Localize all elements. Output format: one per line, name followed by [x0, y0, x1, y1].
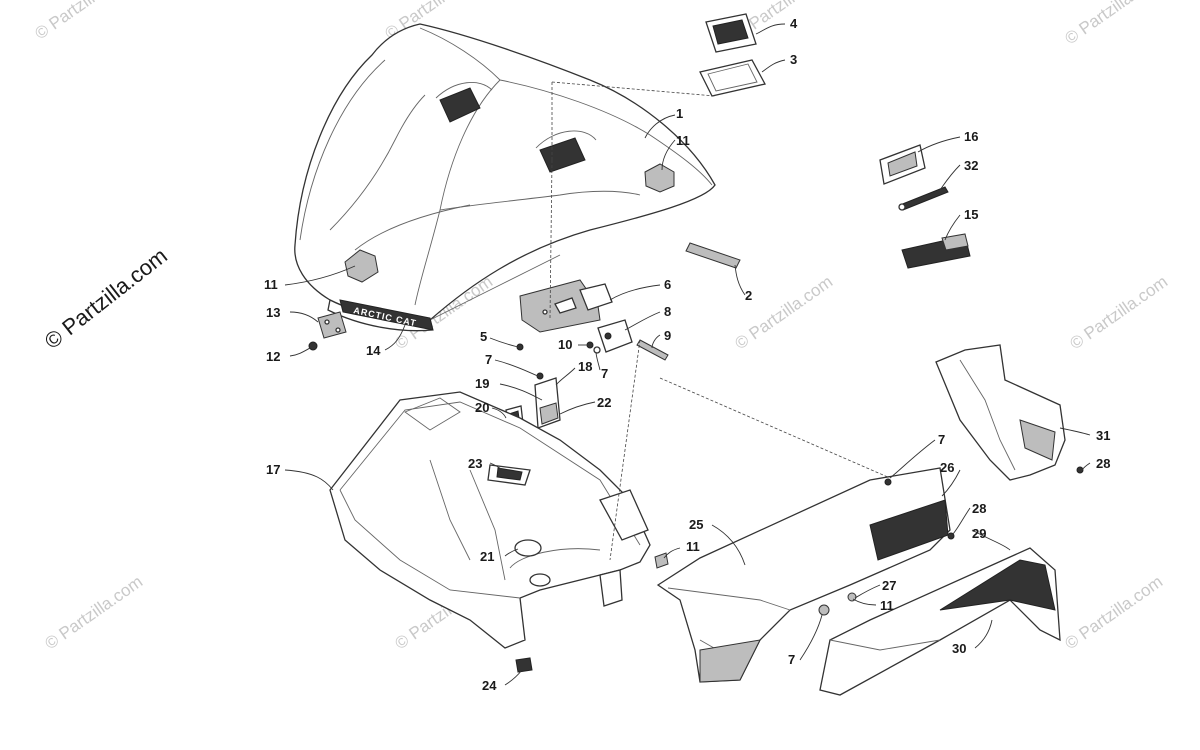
watermark: © Partzilla.com: [1066, 272, 1171, 353]
callout-12: 12: [266, 349, 280, 364]
callout-23: 23: [468, 456, 482, 471]
callout-2: 2: [745, 288, 752, 303]
bolt-part-9: [636, 339, 669, 361]
callout-3: 3: [790, 52, 797, 67]
callout-28: 28: [972, 501, 986, 516]
callout-18: 18: [578, 359, 592, 374]
mount-bracket-part: [534, 377, 561, 429]
watermark: © Partzilla.com: [1061, 0, 1166, 48]
side-trim-part: [935, 344, 1084, 481]
callout-11: 11: [676, 133, 690, 148]
callout-32: 32: [964, 158, 978, 173]
callout-17: 17: [266, 462, 280, 477]
callout-25: 25: [689, 517, 703, 532]
hood-part: [294, 23, 716, 332]
callout-24: 24: [482, 678, 497, 693]
vent-gasket-part: [699, 59, 766, 97]
callout-1: 1: [676, 106, 683, 121]
callout-16: 16: [964, 129, 978, 144]
watermark: © Partzilla.com: [41, 572, 146, 653]
leader-lines: [284, 23, 1091, 686]
bracket-part-16: [879, 144, 926, 185]
storage-tub-part: [329, 391, 651, 649]
hinge-bracket-part: [317, 311, 347, 339]
side-panel-part: [656, 467, 955, 683]
callout-28: 28: [1096, 456, 1110, 471]
callout-7: 7: [788, 652, 795, 667]
callout-26: 26: [940, 460, 954, 475]
callout-11: 11: [880, 598, 894, 613]
callout-11: 11: [686, 539, 700, 554]
rod-part-2: [685, 242, 741, 269]
callout-7: 7: [485, 352, 492, 367]
side-watermark: © Partzilla.com: [40, 243, 172, 354]
lower-panel-part: [818, 547, 1061, 696]
callout-30: 30: [952, 641, 966, 656]
alignment-lines: [549, 81, 891, 561]
vent-cover-part: [705, 13, 757, 53]
callout-29: 29: [972, 526, 986, 541]
callout-15: 15: [964, 207, 978, 222]
watermark: © Partzilla.com: [1061, 572, 1166, 653]
pad-part-15: [901, 233, 971, 269]
strap-part-32: [898, 186, 949, 211]
callout-21: 21: [480, 549, 494, 564]
callout-7: 7: [601, 366, 608, 381]
callout-31: 31: [1096, 428, 1110, 443]
callout-19: 19: [475, 376, 489, 391]
callout-4: 4: [790, 16, 798, 31]
bracket-part-8: [597, 319, 633, 353]
callout-9: 9: [664, 328, 671, 343]
watermark: © Partzilla.com: [731, 272, 836, 353]
callouts: 4 3 1 11 16 32 15 2 11 13 12 14 6 8 5 10…: [264, 16, 1110, 693]
callout-5: 5: [480, 329, 487, 344]
callout-14: 14: [366, 343, 381, 358]
latch-plate-part: [519, 279, 613, 333]
drain-plug-part: [515, 657, 533, 673]
callout-27: 27: [882, 578, 896, 593]
callout-8: 8: [664, 304, 671, 319]
callout-7: 7: [938, 432, 945, 447]
callout-6: 6: [664, 277, 671, 292]
watermark: © Partzilla.com: [31, 0, 136, 43]
callout-20: 20: [475, 400, 489, 415]
callout-13: 13: [266, 305, 280, 320]
callout-10: 10: [558, 337, 572, 352]
callout-22: 22: [597, 395, 611, 410]
callout-11: 11: [264, 277, 278, 292]
screw-part-12: [308, 341, 318, 351]
